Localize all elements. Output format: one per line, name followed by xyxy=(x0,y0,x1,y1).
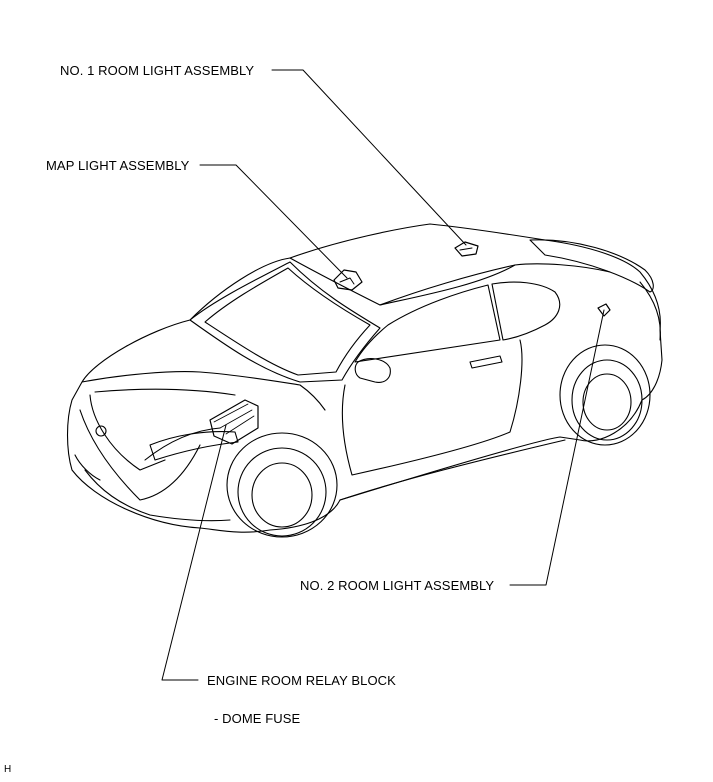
front-grille xyxy=(79,409,201,501)
front-emblem xyxy=(95,425,107,437)
front-wheel xyxy=(237,447,327,537)
hood xyxy=(81,371,326,411)
figure-code: H xyxy=(4,764,12,775)
windshield xyxy=(189,261,381,383)
rear-wheel-arch xyxy=(559,344,651,446)
no1-room-light-part xyxy=(454,241,479,257)
door-handle xyxy=(469,355,503,369)
leader-no1-room-light xyxy=(271,69,467,246)
leader-no2-room-light xyxy=(509,309,605,586)
side-mirror xyxy=(354,358,391,383)
rear-wheel xyxy=(571,359,643,441)
label-no1-room-light-assembly: NO. 1 ROOM LIGHT ASSEMBLY xyxy=(60,63,255,78)
front-wheel-arch xyxy=(226,432,338,538)
headlight xyxy=(149,431,239,461)
label-dome-fuse: - DOME FUSE xyxy=(214,711,301,726)
label-map-light-assembly: MAP LIGHT ASSEMBLY xyxy=(46,158,190,173)
car-body-outline xyxy=(67,223,663,533)
no2-room-light-part xyxy=(597,303,611,317)
label-no2-room-light-assembly: NO. 2 ROOM LIGHT ASSEMBLY xyxy=(300,578,495,593)
leader-map-light xyxy=(199,164,348,279)
door-outline xyxy=(341,339,523,476)
leader-engine-room-relay-block xyxy=(161,424,227,681)
engine-room-relay-block-part xyxy=(209,399,259,445)
label-engine-room-relay-block: ENGINE ROOM RELAY BLOCK xyxy=(207,673,396,688)
rear-side-window xyxy=(491,281,561,341)
map-light-assembly-part xyxy=(333,269,363,291)
side-window xyxy=(354,284,501,363)
